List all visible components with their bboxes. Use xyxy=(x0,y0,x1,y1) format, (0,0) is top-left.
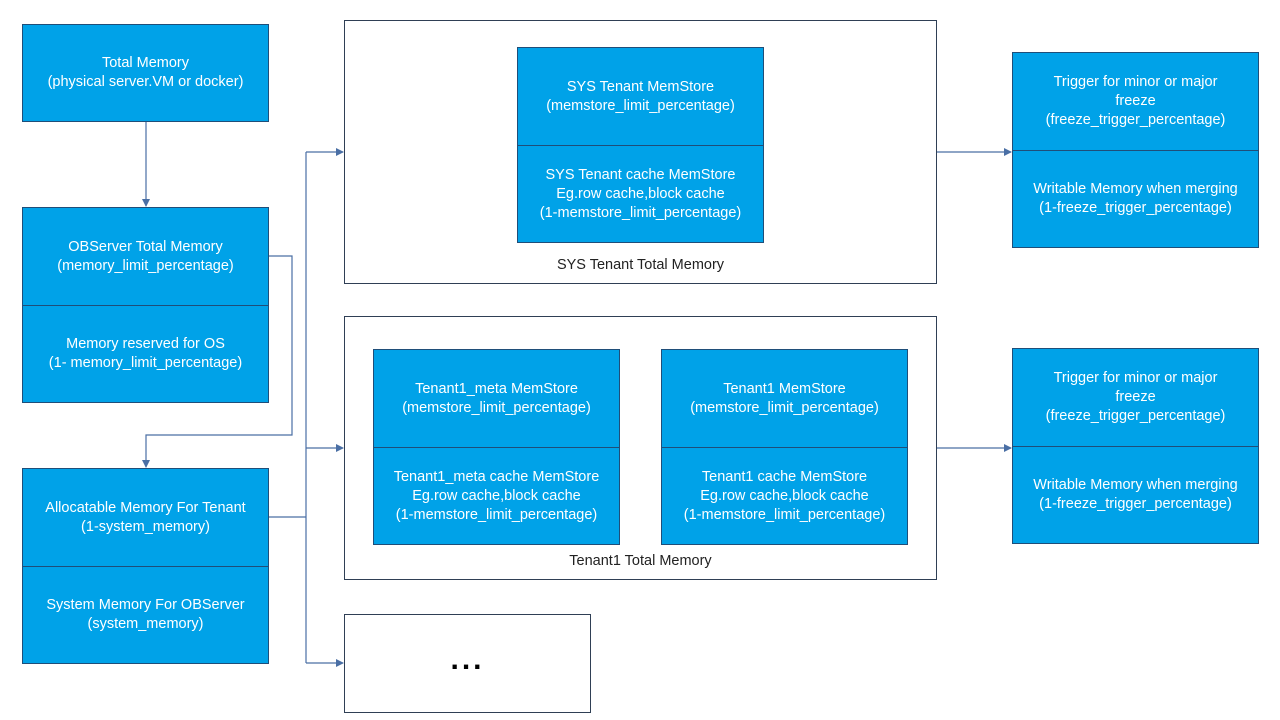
tenant1-freeze-trigger-subtitle: (freeze_trigger_percentage) xyxy=(1045,408,1226,424)
tenant1-label: Tenant1 Total Memory xyxy=(569,553,712,569)
sys-freeze-trigger-subtitle: (freeze_trigger_percentage) xyxy=(1045,112,1226,128)
sys-freeze-trigger-title: Trigger for minor or major xyxy=(1053,74,1218,90)
observer-total-memory-box: OBServer Total Memory (memory_limit_perc… xyxy=(22,207,269,305)
more-tenants-frame: ... xyxy=(344,614,591,713)
tenant1-writable-subtitle: (1-freeze_trigger_percentage) xyxy=(1039,496,1232,512)
observer-total-memory-subtitle: (memory_limit_percentage) xyxy=(57,257,234,274)
tenant1-meta-memstore-box: Tenant1_meta MemStore (memstore_limit_pe… xyxy=(373,349,620,447)
sys-freeze-trigger-title2: freeze xyxy=(1115,93,1156,109)
observer-total-memory-title: OBServer Total Memory xyxy=(68,238,223,255)
ellipsis-text: ... xyxy=(450,643,485,676)
tenant1-cache-subtitle: (1-memstore_limit_percentage) xyxy=(683,506,886,523)
tenant1-meta-cache-box: Tenant1_meta cache MemStore Eg.row cache… xyxy=(373,447,620,545)
sys-memstore-title: SYS Tenant MemStore xyxy=(566,78,715,95)
sys-writable-title: Writable Memory when merging xyxy=(1033,181,1238,197)
tenant1-cache-box: Tenant1 cache MemStore Eg.row cache,bloc… xyxy=(661,447,908,545)
tenant1-freeze-trigger-box: Trigger for minor or major freeze (freez… xyxy=(1012,348,1259,446)
total-memory-subtitle: (physical server.VM or docker) xyxy=(47,74,244,90)
tenant1-meta-cache-title: Tenant1_meta cache MemStore xyxy=(393,468,600,485)
tenant1-meta-cache-example: Eg.row cache,block cache xyxy=(412,487,581,504)
tenant1-meta-memstore-subtitle: (memstore_limit_percentage) xyxy=(402,399,591,416)
tenant1-writable-title: Writable Memory when merging xyxy=(1033,477,1238,493)
allocatable-memory-subtitle: (1-system_memory) xyxy=(81,518,210,535)
system-memory-title: System Memory For OBServer xyxy=(46,597,245,613)
sys-cache-subtitle: (1-memstore_limit_percentage) xyxy=(539,204,742,221)
tenant1-freeze-trigger-title: Trigger for minor or major xyxy=(1053,370,1218,386)
total-memory-title: Total Memory xyxy=(101,55,190,71)
sys-tenant-label: SYS Tenant Total Memory xyxy=(556,257,725,273)
tenant1-meta-memstore-title: Tenant1_meta MemStore xyxy=(415,380,578,397)
allocatable-memory-title: Allocatable Memory For Tenant xyxy=(45,499,246,516)
sys-cache-title: SYS Tenant cache MemStore xyxy=(545,166,736,183)
sys-tenant-frame: SYS Tenant MemStore (memstore_limit_perc… xyxy=(344,20,937,284)
tenant1-cache-example: Eg.row cache,block cache xyxy=(700,487,869,504)
os-reserved-memory-title: Memory reserved for OS xyxy=(66,336,225,352)
tenant1-freeze-trigger-title2: freeze xyxy=(1115,389,1156,405)
total-memory-box: Total Memory (physical server.VM or dock… xyxy=(22,24,269,122)
tenant1-meta-cache-subtitle: (1-memstore_limit_percentage) xyxy=(395,506,598,523)
tenant1-memstore-box: Tenant1 MemStore (memstore_limit_percent… xyxy=(661,349,908,447)
sys-memstore-subtitle: (memstore_limit_percentage) xyxy=(546,97,735,114)
tenant1-cache-title: Tenant1 cache MemStore xyxy=(701,468,868,485)
sys-writable-subtitle: (1-freeze_trigger_percentage) xyxy=(1039,200,1232,216)
sys-writable-memory-box: Writable Memory when merging (1-freeze_t… xyxy=(1012,150,1259,248)
sys-tenant-cache-box: SYS Tenant cache MemStore Eg.row cache,b… xyxy=(517,145,764,243)
tenant1-frame: Tenant1_meta MemStore (memstore_limit_pe… xyxy=(344,316,937,580)
tenant1-writable-memory-box: Writable Memory when merging (1-freeze_t… xyxy=(1012,446,1259,544)
sys-tenant-memstore-box: SYS Tenant MemStore (memstore_limit_perc… xyxy=(517,47,764,145)
system-memory-box: System Memory For OBServer (system_memor… xyxy=(22,566,269,664)
sys-cache-example: Eg.row cache,block cache xyxy=(556,185,725,202)
allocatable-memory-box: Allocatable Memory For Tenant (1-system_… xyxy=(22,468,269,566)
os-reserved-memory-box: Memory reserved for OS (1- memory_limit_… xyxy=(22,305,269,403)
sys-freeze-trigger-box: Trigger for minor or major freeze (freez… xyxy=(1012,52,1259,150)
os-reserved-memory-subtitle: (1- memory_limit_percentage) xyxy=(48,355,243,371)
system-memory-subtitle: (system_memory) xyxy=(87,616,204,632)
tenant1-memstore-subtitle: (memstore_limit_percentage) xyxy=(690,399,879,416)
tenant1-memstore-title: Tenant1 MemStore xyxy=(723,380,846,397)
